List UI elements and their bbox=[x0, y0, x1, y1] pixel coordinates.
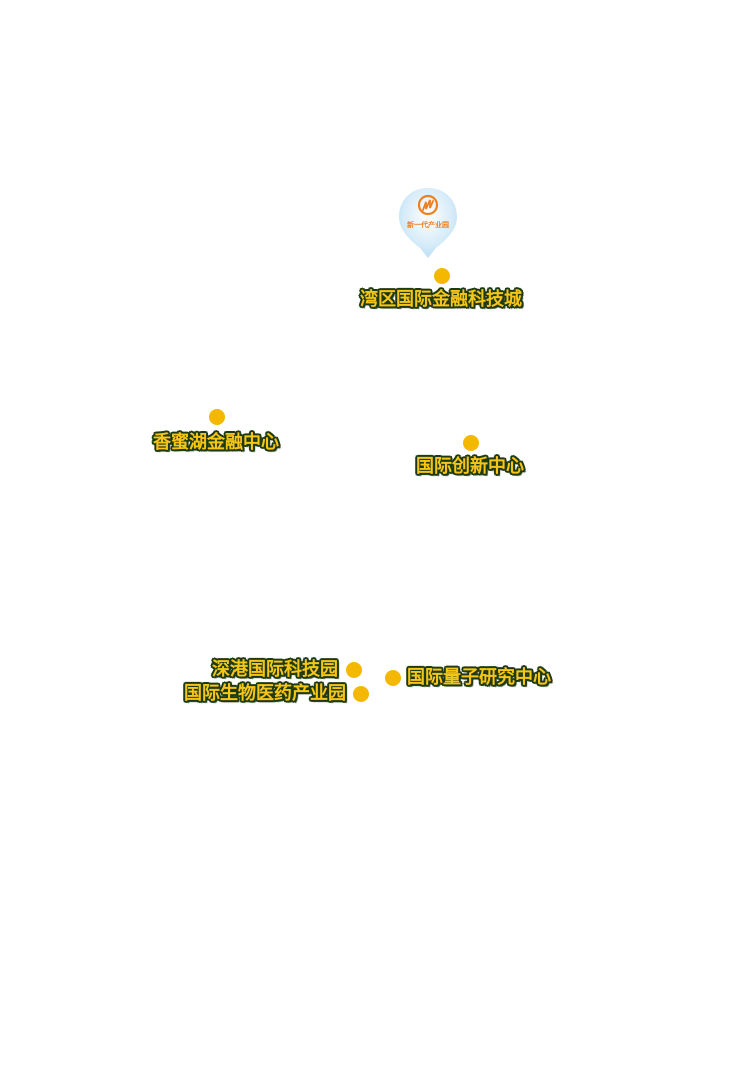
poi-dot[interactable] bbox=[353, 686, 369, 702]
poi-label[interactable]: 国际创新中心 bbox=[416, 456, 524, 477]
poi-dot[interactable] bbox=[346, 662, 362, 678]
industrial-park-pin[interactable]: 新一代产业园 bbox=[396, 186, 460, 260]
poi-dot[interactable] bbox=[385, 670, 401, 686]
pin-caption: 新一代产业园 bbox=[407, 221, 449, 229]
poi-label[interactable]: 深港国际科技园 bbox=[212, 659, 338, 680]
poi-label[interactable]: 湾区国际金融科技城 bbox=[360, 289, 522, 310]
poi-dot[interactable] bbox=[463, 435, 479, 451]
poi-label[interactable]: 国际量子研究中心 bbox=[407, 667, 551, 688]
map-pin-icon bbox=[399, 188, 457, 258]
poi-dot[interactable] bbox=[209, 409, 225, 425]
poi-label[interactable]: 香蜜湖金融中心 bbox=[153, 432, 279, 453]
poi-dot[interactable] bbox=[434, 268, 450, 284]
poi-label[interactable]: 国际生物医药产业园 bbox=[184, 683, 346, 704]
